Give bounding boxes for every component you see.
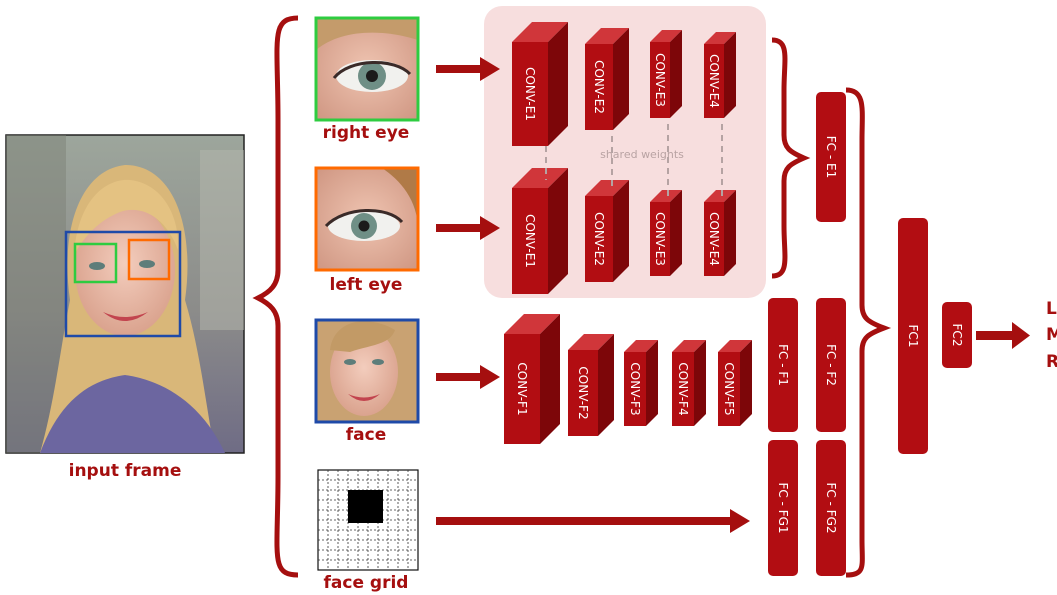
fc-e1-box-label: FC - E1 <box>824 136 838 178</box>
fc-f2-box: FC - F2 <box>816 298 846 432</box>
output-letter-m: M <box>1046 325 1057 345</box>
fc-e1-box: FC - E1 <box>816 92 846 222</box>
conv-box-face-4-label: CONV-F4 <box>676 362 690 415</box>
fc1-box: FC1 <box>898 218 928 454</box>
conv-box-eye-top-2: CONV-E2 <box>585 28 629 130</box>
shared-weight-links <box>545 124 723 196</box>
face-grid-cell <box>348 490 383 523</box>
input-frame-image <box>5 134 245 454</box>
conv-box-face-1-label: CONV-F1 <box>515 362 529 415</box>
conv-box-eye-top-4-label: CONV-E4 <box>707 54 721 108</box>
conv-box-eye-bottom-4: CONV-E4 <box>704 190 736 276</box>
face-bbox <box>64 230 182 338</box>
output-letter-r: R <box>1046 352 1057 372</box>
conv-box-eye-top-4: CONV-E4 <box>704 32 736 118</box>
arrow-left-eye <box>436 216 500 240</box>
arrow-face-grid <box>436 509 750 533</box>
shared-weights-label: shared weights <box>600 148 684 161</box>
left-eye-image <box>314 166 420 272</box>
conv-box-face-1: CONV-F1 <box>504 314 560 444</box>
fc-f2-box-label: FC - F2 <box>824 344 838 386</box>
fc1-box-label: FC1 <box>906 325 920 348</box>
conv-box-eye-bottom-2-label: CONV-E2 <box>592 212 606 266</box>
right-eye-image <box>314 16 420 122</box>
arrow-right-eye <box>436 57 500 81</box>
input-arrows <box>436 57 750 533</box>
face-caption: face <box>346 425 386 445</box>
right-eye-bbox <box>73 242 118 284</box>
conv-box-eye-bottom-1: CONV-E1 <box>512 168 568 294</box>
merge-brace <box>845 87 892 578</box>
conv-box-eye-top-3-label: CONV-E3 <box>653 53 667 107</box>
conv-box-face-3-label: CONV-F3 <box>628 362 642 415</box>
fc-fg2-box: FC - FG2 <box>816 440 846 576</box>
face-grid-caption: face grid <box>324 573 409 593</box>
input-frame-caption: input frame <box>69 461 182 481</box>
left-eye-caption: left eye <box>330 275 403 295</box>
output-letter-l: L <box>1046 299 1057 319</box>
face-image <box>314 318 420 424</box>
conv-box-eye-bottom-4-label: CONV-E4 <box>707 212 721 266</box>
fc2-box: FC2 <box>942 302 972 368</box>
conv-box-eye-top-1: CONV-E1 <box>512 22 568 146</box>
fc-fg1-box: FC - FG1 <box>768 440 798 576</box>
fc-f1-box-label: FC - F1 <box>776 344 790 386</box>
conv-box-face-5-label: CONV-F5 <box>722 362 736 415</box>
input-brace <box>252 15 299 578</box>
conv-box-eye-bottom-3-label: CONV-E3 <box>653 212 667 266</box>
conv-box-eye-bottom-2: CONV-E2 <box>585 180 629 282</box>
fc-f1-box: FC - F1 <box>768 298 798 432</box>
conv-box-eye-top-3: CONV-E3 <box>650 30 682 118</box>
right-eye-caption: right eye <box>323 123 410 143</box>
conv-box-face-4: CONV-F4 <box>672 340 706 426</box>
fc-layers: FC - E1 FC - F1 FC - F2 FC - FG1 FC - FG2 FC1… <box>768 92 972 576</box>
conv-box-face-2: CONV-F2 <box>568 334 614 436</box>
conv-box-face-5: CONV-F5 <box>718 340 752 426</box>
output-arrow <box>976 322 1030 349</box>
conv-box-eye-bottom-3: CONV-E3 <box>650 190 682 276</box>
conv-box-face-2-label: CONV-F2 <box>576 366 590 419</box>
conv-box-face-3: CONV-F3 <box>624 340 658 426</box>
face-grid-image <box>317 469 419 571</box>
conv-box-eye-top-1-label: CONV-E1 <box>523 67 537 121</box>
fc-fg1-box-label: FC - FG1 <box>776 482 790 533</box>
conv-box-eye-top-2-label: CONV-E2 <box>592 60 606 114</box>
conv-box-eye-bottom-1-label: CONV-E1 <box>523 214 537 268</box>
left-eye-bbox <box>127 238 171 281</box>
eye-brace <box>771 37 811 279</box>
arrow-face <box>436 365 500 389</box>
fc-fg2-box-label: FC - FG2 <box>824 482 838 533</box>
fc2-box-label: FC2 <box>950 324 964 347</box>
